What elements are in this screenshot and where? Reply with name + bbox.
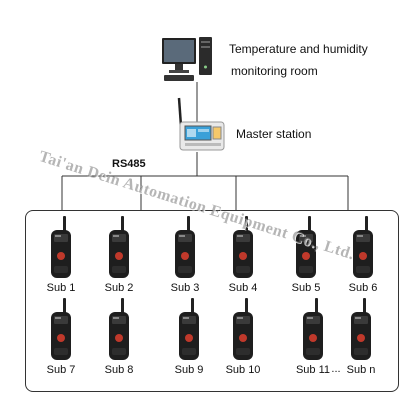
sub-station-device: [172, 216, 198, 285]
sub-station-device: [293, 216, 319, 285]
sub-station-device: [350, 216, 376, 285]
wireless-sensor-icon: [351, 298, 371, 360]
master-station-device-icon: [177, 97, 225, 151]
monitoring-computer: [160, 35, 215, 83]
wireless-sensor-icon: [179, 298, 199, 360]
sub-station-device: [106, 298, 132, 367]
sub-stations-box: [25, 210, 399, 392]
rs485-label: RS485: [112, 158, 146, 170]
wireless-sensor-icon: [233, 298, 253, 360]
sub-station-label: Sub 4: [228, 282, 258, 294]
wireless-sensor-icon: [296, 216, 316, 278]
wireless-sensor-icon: [51, 298, 71, 360]
sub-station-device: [176, 298, 202, 367]
sub-station-label: Sub 6: [348, 282, 378, 294]
sub-station-device: [230, 298, 256, 367]
ellipsis-label: ...: [331, 363, 341, 375]
desktop-computer-icon: [162, 37, 212, 81]
wireless-sensor-icon: [109, 216, 129, 278]
sub-station-label: Sub 1: [46, 282, 76, 294]
computer-label-line1: Temperature and humidity: [229, 42, 368, 56]
sub-station-device: [106, 216, 132, 285]
sub-station-label: Sub 5: [291, 282, 321, 294]
wireless-sensor-icon: [175, 216, 195, 278]
sub-station-label: Sub 8: [104, 364, 134, 376]
sub-station-label: Sub 3: [170, 282, 200, 294]
sub-station-device: [230, 216, 256, 285]
sub-station-label: Sub 7: [46, 364, 76, 376]
sub-station-device: [300, 298, 326, 367]
sub-station-label: Sub 11: [295, 364, 331, 376]
sub-station-label: Sub 9: [174, 364, 204, 376]
master-station-label: Master station: [236, 127, 312, 141]
master-station: [170, 96, 228, 152]
wireless-sensor-icon: [109, 298, 129, 360]
sub-station-device: [48, 298, 74, 367]
wireless-sensor-icon: [51, 216, 71, 278]
sub-station-label: Sub n: [346, 364, 376, 376]
sub-station-label: Sub 10: [225, 364, 261, 376]
computer-label-line2: monitoring room: [231, 64, 318, 78]
wireless-sensor-icon: [303, 298, 323, 360]
wireless-sensor-icon: [353, 216, 373, 278]
sub-station-device: [48, 216, 74, 285]
sub-station-label: Sub 2: [104, 282, 134, 294]
wireless-sensor-icon: [233, 216, 253, 278]
sub-station-device: [348, 298, 374, 367]
